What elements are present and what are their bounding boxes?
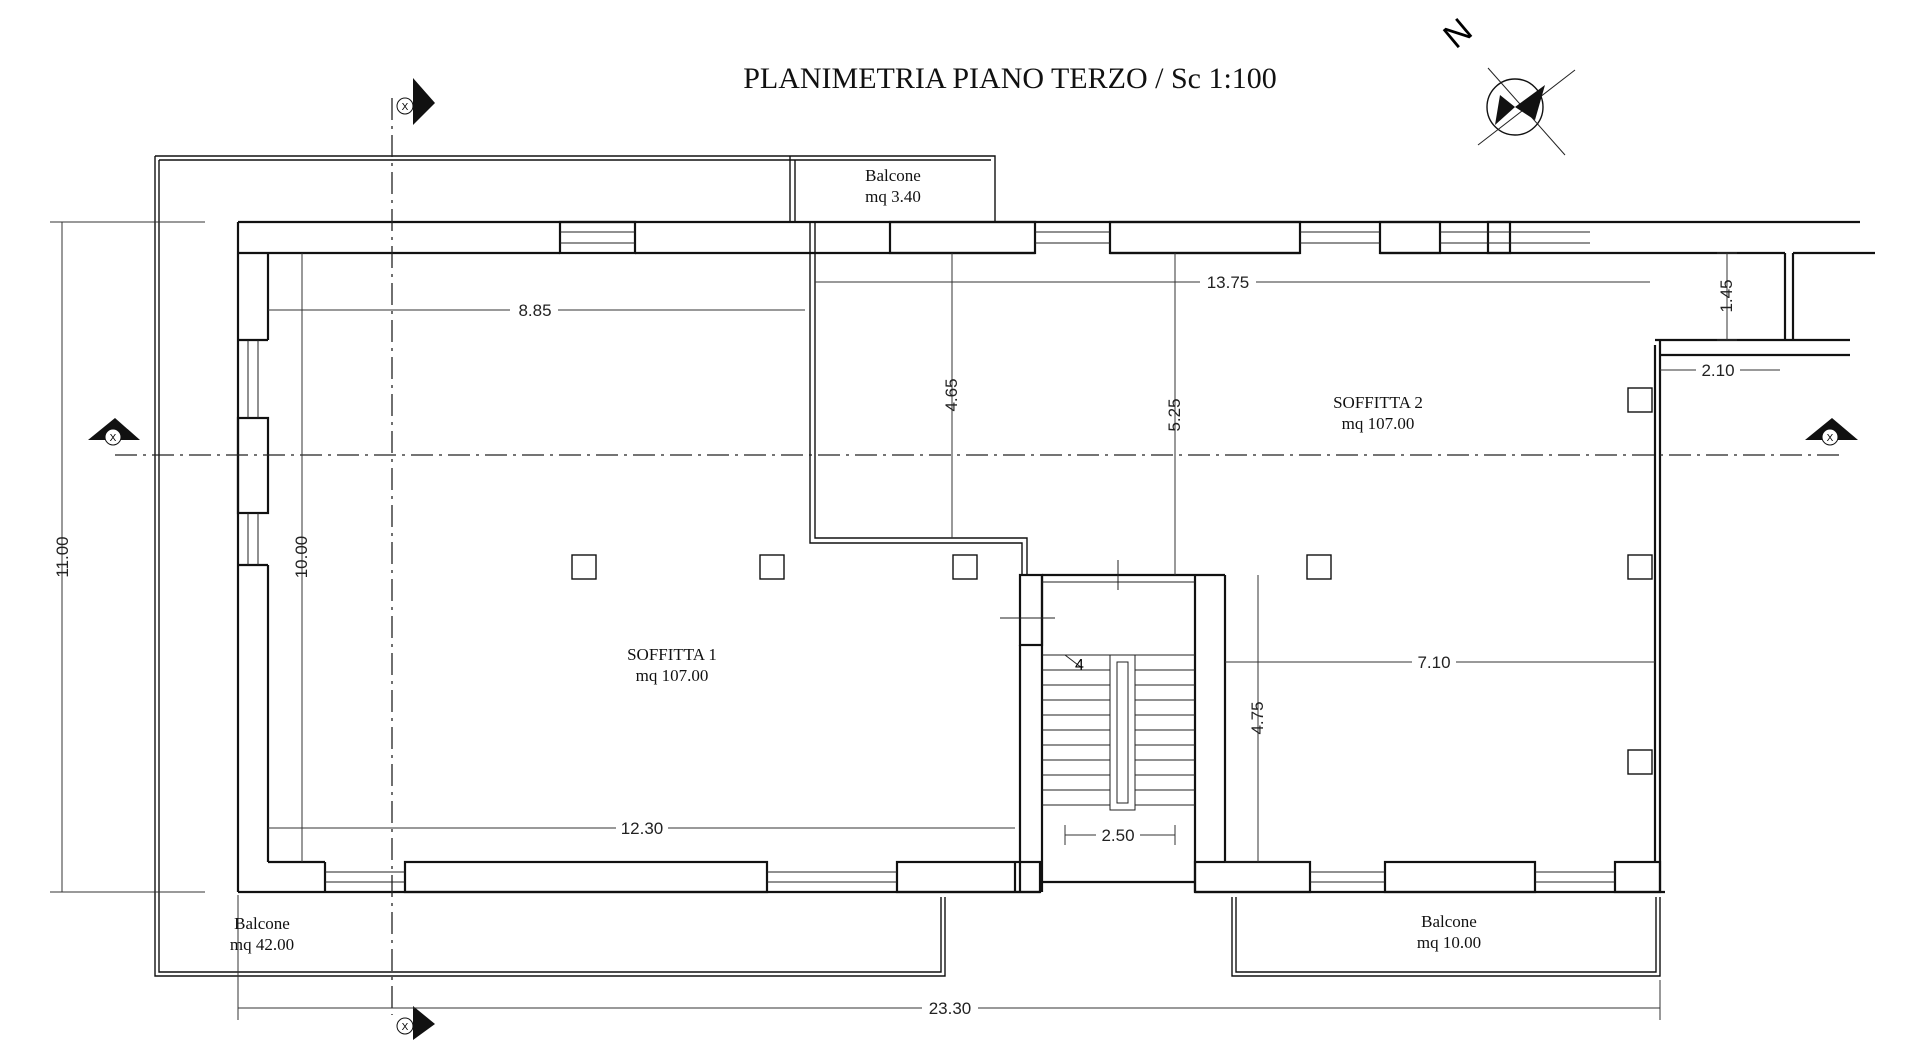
exterior-walls [236, 220, 1875, 894]
section-marker-icon: X [396, 1006, 435, 1040]
section-axes [115, 98, 1840, 1015]
dim-1-45: 1.45 [1717, 279, 1736, 312]
pillar [1306, 554, 1332, 580]
dim-4-65: 4.65 [942, 378, 961, 411]
pillars [571, 387, 1653, 775]
room-area-soffitta-1: mq 107.00 [636, 666, 709, 685]
north-arrow-icon: N [1436, 11, 1576, 156]
dim-10-00: 10.00 [292, 536, 311, 579]
dim-11-00: 11.00 [53, 536, 72, 577]
balcony-labels: Balcone mq 3.40 Balcone mq 42.00 Balcone… [230, 166, 1481, 954]
pillar [1627, 387, 1653, 413]
section-marker-icon: X [88, 418, 140, 446]
dim-8-85: 8.85 [518, 301, 551, 320]
balcony-slab-outline [154, 155, 1661, 977]
drawing-title: PLANIMETRIA PIANO TERZO / Sc 1:100 [743, 62, 1277, 95]
dim-23-30: 23.30 [929, 999, 972, 1018]
balcony-name: Balcone [1421, 912, 1477, 931]
room-name-soffitta-1: SOFFITTA 1 [627, 645, 717, 664]
dim-2-10: 2.10 [1701, 361, 1734, 380]
stair-label: 4 [1075, 657, 1084, 674]
pillar [1627, 749, 1653, 775]
balcony-area: mq 42.00 [230, 935, 294, 954]
balcony-name: Balcone [234, 914, 290, 933]
dim-5-25: 5.25 [1165, 398, 1184, 431]
interior-partitions [809, 222, 1310, 892]
balcony-area: mq 3.40 [865, 187, 921, 206]
svg-text:X: X [402, 1022, 409, 1033]
pillar [1627, 554, 1653, 580]
svg-text:X: X [402, 102, 409, 113]
dimension-lines: 8.85 13.75 1.45 2.10 4.65 5.25 11.00 10.… [50, 221, 1780, 1020]
staircase: 4 [1000, 560, 1195, 811]
section-marker-icon: X [1805, 418, 1858, 446]
room-name-soffitta-2: SOFFITTA 2 [1333, 393, 1423, 412]
svg-text:X: X [1827, 433, 1834, 444]
north-label: N [1436, 11, 1479, 56]
pillar [759, 554, 785, 580]
dim-2-50: 2.50 [1101, 826, 1134, 845]
room-area-soffitta-2: mq 107.00 [1342, 414, 1415, 433]
pillar [571, 554, 597, 580]
balcony-name: Balcone [865, 166, 921, 185]
section-marker-icon: X [396, 78, 435, 125]
dim-13-75: 13.75 [1207, 273, 1250, 292]
dim-4-75: 4.75 [1248, 701, 1267, 734]
room-labels: SOFFITTA 1 mq 107.00 SOFFITTA 2 mq 107.0… [627, 393, 1423, 685]
svg-text:X: X [110, 433, 117, 444]
dim-7-10: 7.10 [1417, 653, 1450, 672]
balcony-area: mq 10.00 [1417, 933, 1481, 952]
dim-12-30: 12.30 [621, 819, 664, 838]
pillar [952, 554, 978, 580]
